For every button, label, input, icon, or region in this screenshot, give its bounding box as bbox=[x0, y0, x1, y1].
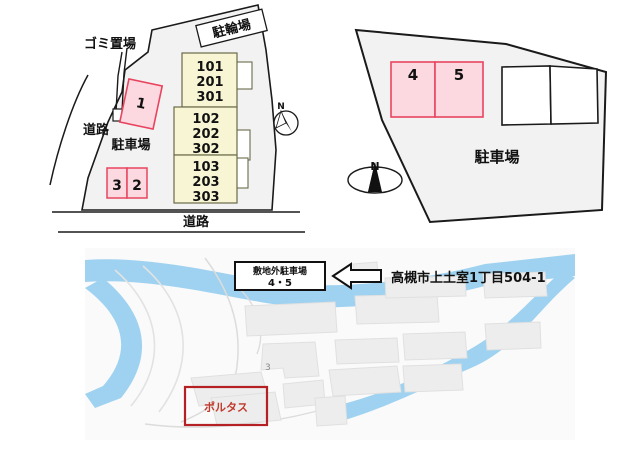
property-address: 高槻市上土室1丁目504-1 bbox=[391, 270, 546, 286]
parking-space-1-label: 1 bbox=[135, 95, 148, 113]
property-marker-label: ポルタス bbox=[204, 400, 248, 414]
site-plan-left-svg: 駐輪場 ゴミ置場 道路 駐車場 1 3 2 101 2 bbox=[49, 4, 305, 233]
bicycle-parking-box: 駐輪場 bbox=[195, 8, 268, 48]
garbage-area-leader-2 bbox=[115, 51, 123, 113]
garbage-area-leader bbox=[121, 47, 128, 113]
room-201: 201 bbox=[196, 75, 223, 90]
property-marker[interactable]: ポルタス bbox=[183, 385, 269, 427]
building-block-b: 102 202 302 bbox=[173, 106, 251, 161]
empty-stall-2[interactable] bbox=[549, 65, 599, 125]
room-102: 102 bbox=[192, 112, 219, 127]
road-outline-2 bbox=[142, 265, 184, 413]
river-left bbox=[85, 278, 143, 408]
river-right bbox=[335, 270, 575, 420]
parking-space-3-label: 3 bbox=[112, 178, 122, 194]
site-plan-right-panel: 4 5 駐車場 N bbox=[320, 0, 640, 240]
room-302: 302 bbox=[192, 142, 219, 157]
compass-north-label-left: N bbox=[277, 102, 285, 112]
parking-space-2[interactable]: 2 bbox=[126, 167, 148, 199]
parking-space-5[interactable]: 5 bbox=[434, 61, 484, 118]
parking-space-4[interactable]: 4 bbox=[390, 61, 436, 118]
parking-space-3[interactable]: 3 bbox=[106, 167, 128, 199]
road-outline-1 bbox=[114, 269, 156, 407]
room-303: 303 bbox=[192, 190, 219, 205]
location-map-panel[interactable]: 3 ポルタス 敷地外駐車場 4・5 高槻市上土室1丁目504-1 bbox=[85, 248, 575, 443]
callout-arrow-icon bbox=[331, 262, 382, 290]
parking-space-2-label: 2 bbox=[132, 178, 142, 194]
empty-stall-1[interactable] bbox=[501, 65, 552, 126]
room-101: 101 bbox=[196, 60, 223, 75]
site-plan-right-svg: 4 5 駐車場 N bbox=[347, 28, 608, 224]
road-label-left: 道路 bbox=[83, 122, 110, 138]
room-301: 301 bbox=[196, 90, 223, 105]
site-plan-left-panel: 駐輪場 ゴミ置場 道路 駐車場 1 3 2 101 2 bbox=[0, 0, 320, 240]
room-103: 103 bbox=[192, 160, 219, 175]
map-street-number: 3 bbox=[265, 363, 271, 373]
parking-lot-label: 駐車場 bbox=[111, 137, 150, 153]
road-outline-3 bbox=[180, 257, 239, 423]
road-label-bottom: 道路 bbox=[183, 214, 210, 230]
compass-north-label-right: N bbox=[370, 160, 379, 173]
offsite-parking-lot-label: 駐車場 bbox=[474, 148, 519, 166]
room-202: 202 bbox=[192, 127, 219, 142]
callout-line-1: 敷地外駐車場 bbox=[253, 265, 307, 277]
river-upper bbox=[85, 254, 575, 308]
room-203: 203 bbox=[192, 175, 219, 190]
building-block-a: 101 201 301 bbox=[181, 52, 253, 108]
callout-line-2: 4・5 bbox=[268, 278, 292, 289]
parking-space-1[interactable]: 1 bbox=[118, 77, 164, 131]
compass-rose-right: N bbox=[347, 160, 403, 194]
offsite-lot-outline bbox=[354, 28, 608, 224]
location-map-svg[interactable]: 3 ポルタス 敷地外駐車場 4・5 高槻市上土室1丁目504-1 bbox=[85, 248, 575, 443]
offsite-parking-callout: 敷地外駐車場 4・5 bbox=[234, 261, 326, 291]
parking-space-5-label: 5 bbox=[454, 66, 464, 84]
compass-rose-left: N bbox=[273, 102, 299, 136]
road-curve-left bbox=[49, 74, 89, 186]
garbage-area-label: ゴミ置場 bbox=[84, 36, 136, 52]
building-block-c: 103 203 303 bbox=[173, 154, 249, 205]
parking-space-4-label: 4 bbox=[408, 66, 418, 84]
